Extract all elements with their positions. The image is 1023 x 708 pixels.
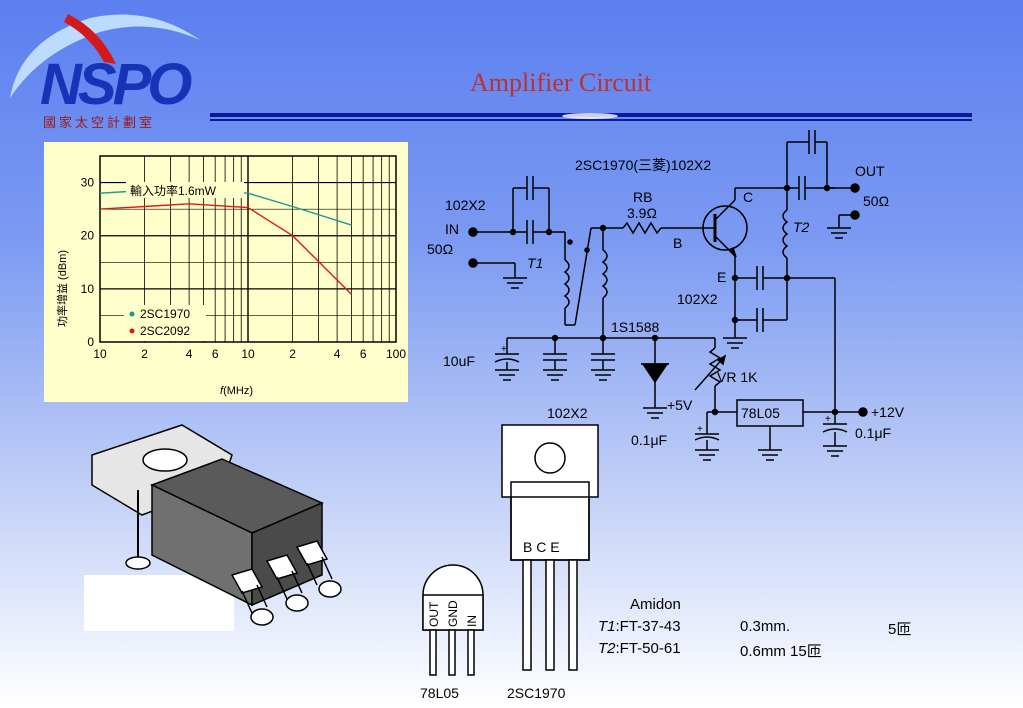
amidon-row-2: T2:FT-50-61 0.6mm 15匝 [598,640,938,660]
logo-subtitle: 國家太空計劃室 [43,116,156,131]
label-pin-c: C [743,189,753,205]
label-pin-b: B [673,235,682,251]
svg-text:+: + [501,344,507,355]
label-out: OUT [855,163,885,179]
x-tick-label: 4 [186,347,193,361]
label-rb: RB [633,189,652,205]
label-plus5v: +5V [667,397,693,413]
label-cap-01uf-right: 0.1μF [855,425,891,441]
label-regulator: 78L05 [741,405,780,421]
y-tick-label: 30 [81,176,95,190]
annotation-box [126,182,244,198]
series-line-2sc2092 [99,203,352,295]
legend-marker-2sc2092 [129,328,135,334]
logo-swoosh [10,14,200,99]
2sc1970-label: 2SC1970 [507,685,566,701]
y-tick-label: 10 [81,282,95,296]
label-cap-01uf-left: 0.1μF [631,432,667,448]
2sc1970-package: B C E [501,424,599,671]
chart-annotation: 輸入功率1.6mW [130,183,217,198]
to92-pin-in: IN [465,615,479,627]
amidon-row-1: T1:FT-37-43 0.3mm. 5匝 [598,618,938,638]
logo-text: NSPO [40,52,192,117]
y-tick-label: 20 [81,229,95,243]
label-diode: 1S1588 [611,319,659,335]
label-cap-e: 102X2 [677,291,718,307]
label-cap-bottom: 102X2 [547,405,588,421]
amidon-t1-core: :FT-37-43 [615,618,681,635]
chart-xlabel: f(MHz) [220,385,253,397]
label-in-impedance: 50Ω [427,241,453,257]
chart-xlabel-unit: (MHz) [223,385,253,397]
chart-xlabel-f: f [220,385,224,397]
amplifier-schematic: 2SC1970(三菱)102X2 OUT 50Ω IN 50Ω 102X2 RB… [427,130,905,461]
label-t2: T2 [793,219,810,235]
78l05-package: OUT GND IN [422,564,484,676]
to92-pin-out: OUT [427,601,441,627]
x-tick-label: 100 [386,347,406,361]
to220-drawing [84,424,342,631]
label-vr: VR 1K [717,369,758,385]
label-cap-10uf: 10uF [443,353,475,369]
legend-box [124,305,206,341]
amidon-t2-core: :FT-50-61 [615,640,681,657]
x-tick-label: 10 [241,347,255,361]
page-title: Amplifier Circuit [470,68,652,97]
label-cap-in: 102X2 [445,197,486,213]
svg-text:+: + [697,424,703,435]
x-tick-label: 4 [334,347,341,361]
label-pin-e: E [717,269,726,285]
svg-text:+: + [825,414,831,425]
rule-glint [562,113,618,119]
amidon-t2-name: T2 [598,640,616,657]
y-tick-label: 0 [87,335,94,349]
label-plus12v: +12V [871,404,905,420]
chart-ylabel: 功率增益 (dBm) [55,250,69,327]
legend-marker-2sc1970 [129,311,135,317]
amidon-t1-wire: 0.3mm. [740,618,791,635]
x-tick-label: 2 [289,347,296,361]
label-rb-value: 3.9Ω [627,205,657,221]
legend-2sc2092: 2SC2092 [140,324,190,338]
x-tick-label: 2 [141,347,148,361]
x-tick-label: 10 [93,347,107,361]
legend-2sc1970: 2SC1970 [140,307,190,321]
78l05-label: 78L05 [420,685,459,701]
header-rule-thin [210,119,972,121]
label-t1: T1 [527,255,543,271]
label-in: IN [445,221,459,237]
amidon-t1-turns: 5匝 [888,621,912,638]
label-transistor: 2SC1970(三菱)102X2 [575,157,711,173]
amidon-title: Amidon [630,596,681,613]
label-out-impedance: 50Ω [863,193,889,209]
x-tick-label: 6 [212,347,219,361]
to92-pin-gnd: GND [446,600,460,627]
amidon-t1-name: T1 [598,618,616,635]
amidon-t2-wire: 0.6mm 15匝 [740,643,822,660]
x-tick-label: 6 [360,347,367,361]
pin-labels: B C E [523,539,560,555]
